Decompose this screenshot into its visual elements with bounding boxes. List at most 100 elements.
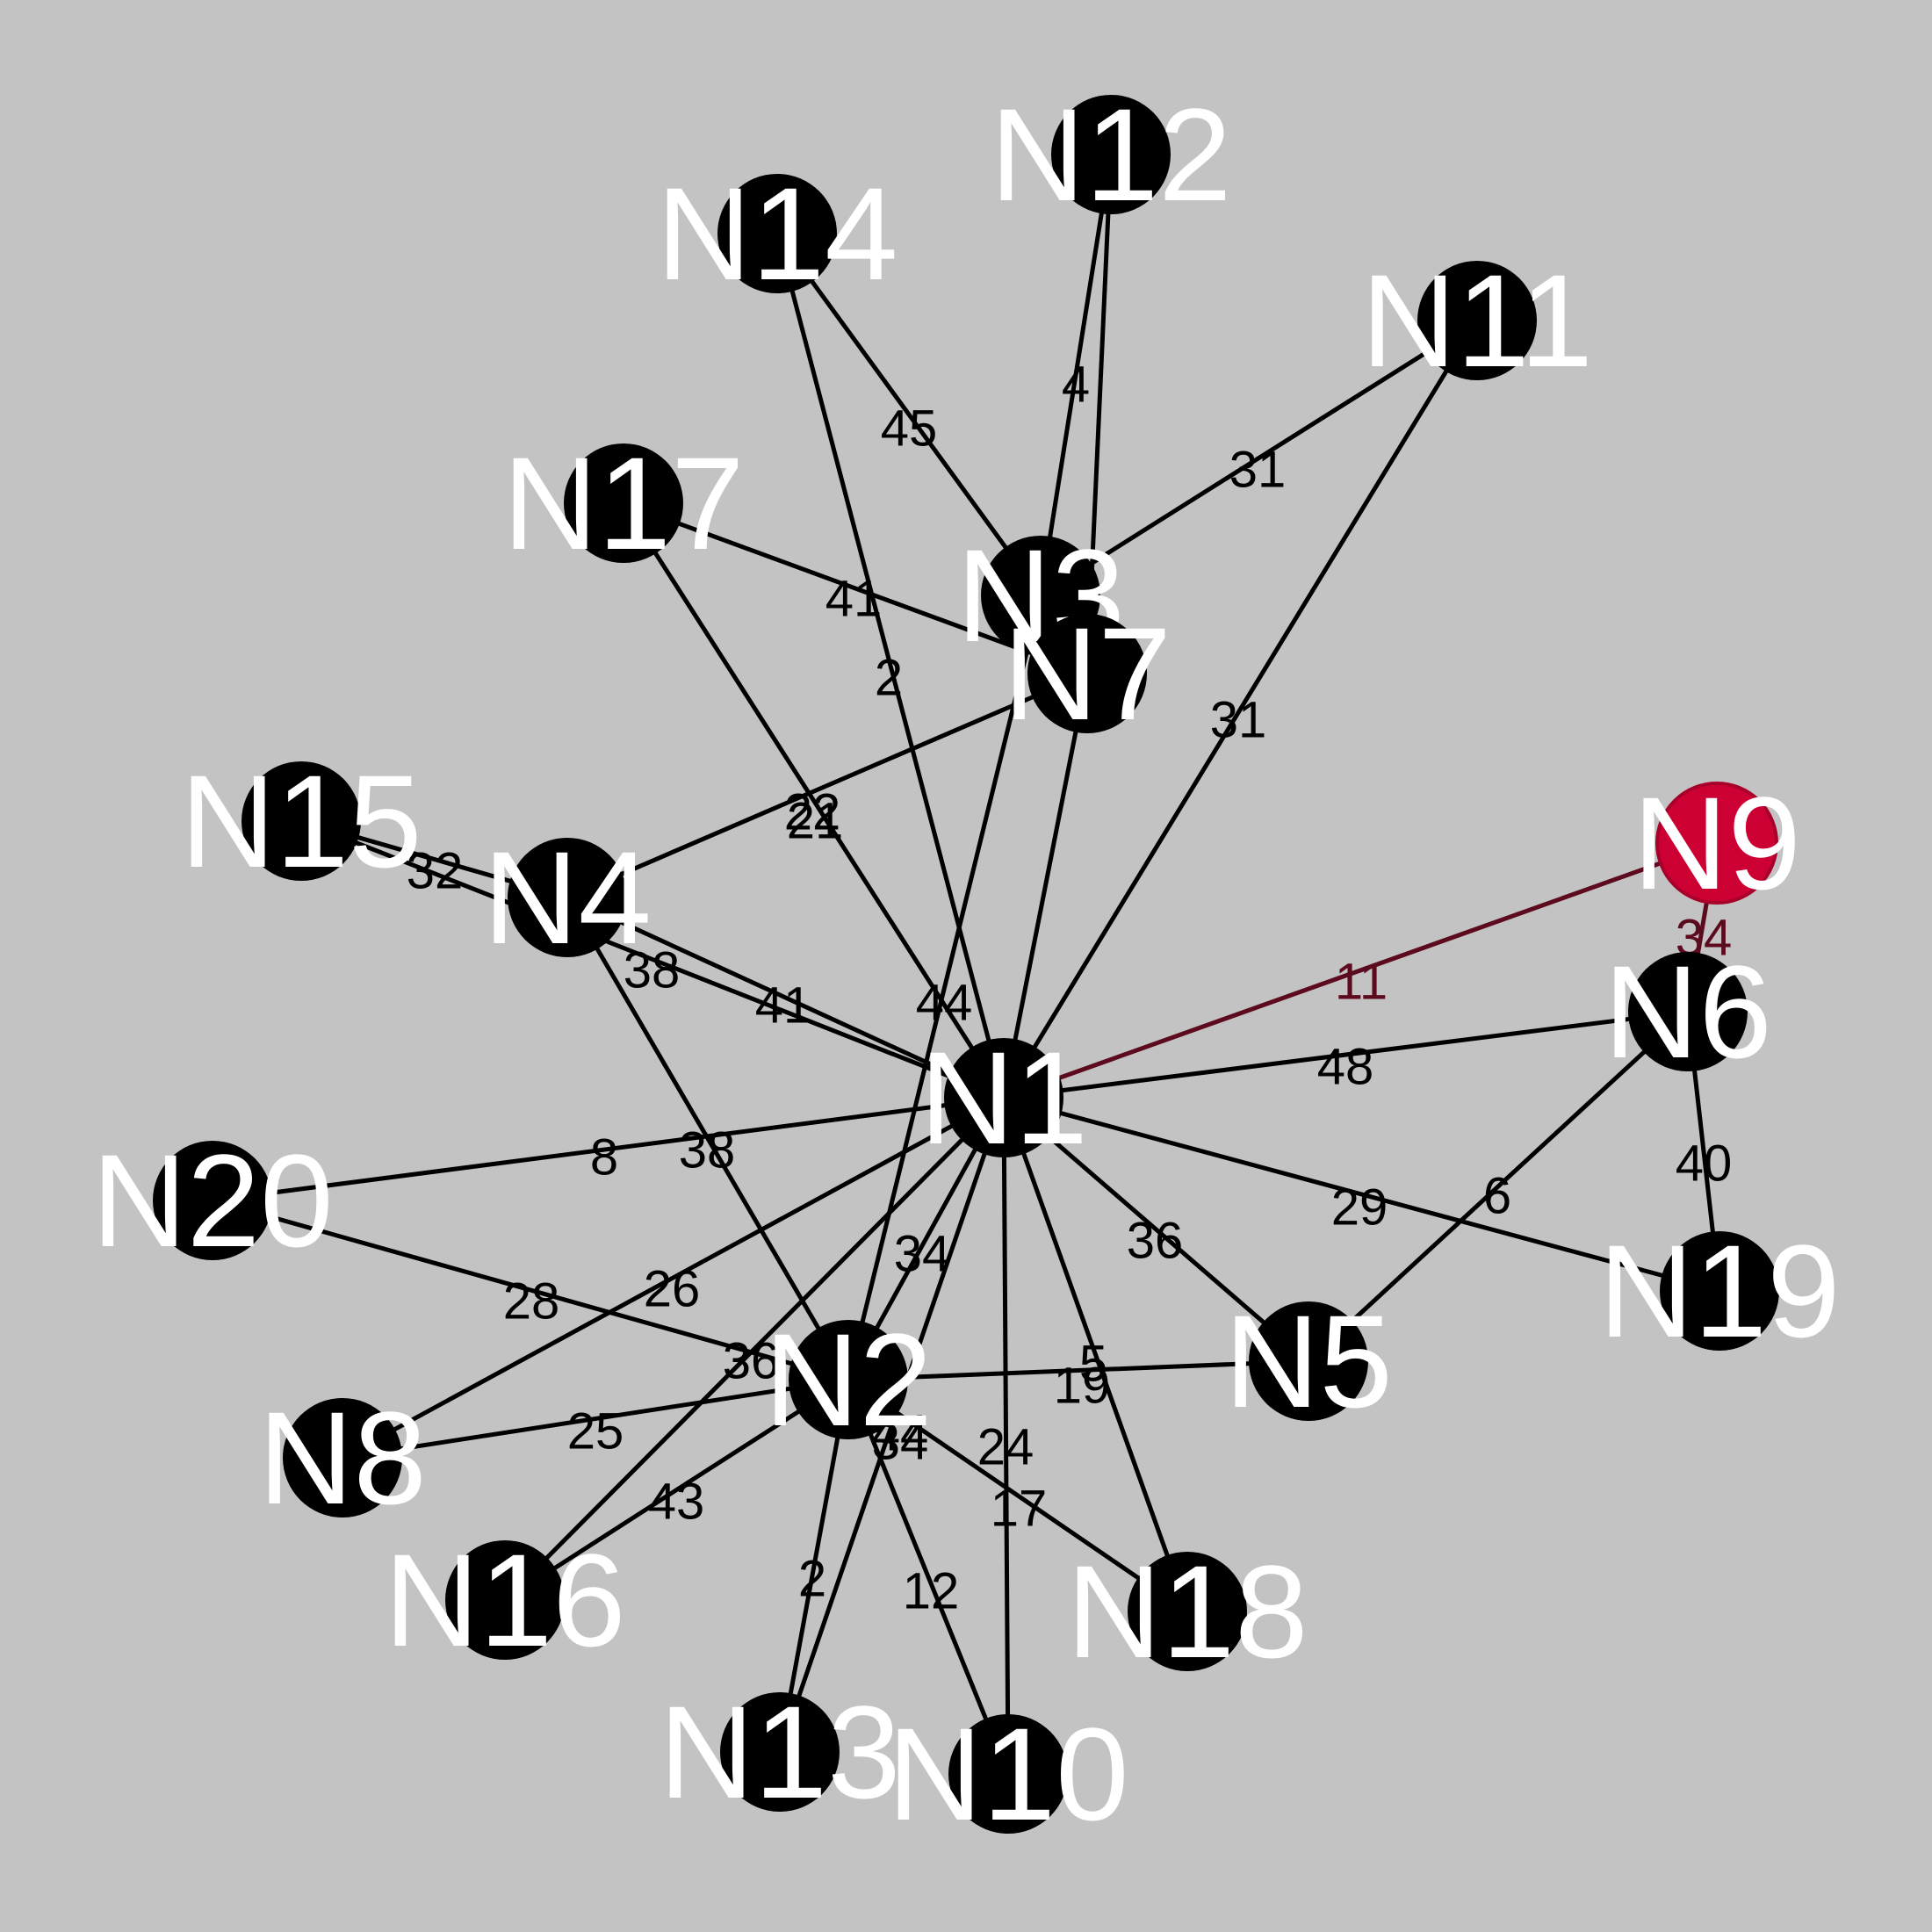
node-n16[interactable]: N16 — [384, 1526, 625, 1674]
node-label-n4: N4 — [483, 824, 652, 971]
edge-n2-n8 — [342, 1377, 849, 1460]
edge-n2-n10 — [846, 1379, 1011, 1775]
node-n2[interactable]: N2 — [764, 1306, 933, 1453]
edge-weight-n1-n19: 29 — [1331, 1179, 1388, 1236]
edge-weight-n3-n14: 45 — [881, 400, 938, 458]
node-label-n6: N6 — [1604, 938, 1772, 1085]
edge-weight-n1-n20: 8 — [590, 1129, 618, 1186]
edge-weight-n1-n18: 5 — [1079, 1336, 1107, 1393]
node-n9[interactable]: N9 — [1633, 769, 1801, 917]
edge-weight-n4-n15: 32 — [407, 843, 464, 900]
edge-weight-n2-n10: 12 — [903, 1563, 960, 1620]
node-circle-n6[interactable] — [1628, 952, 1748, 1071]
node-circle-n8[interactable] — [283, 1398, 402, 1517]
node-circle-n20[interactable] — [153, 1141, 272, 1260]
node-n17[interactable]: N17 — [502, 429, 744, 577]
edge-weight-n2-n20: 28 — [503, 1273, 560, 1330]
node-circle-n18[interactable] — [1128, 1552, 1247, 1671]
node-label-n17: N17 — [502, 429, 744, 577]
edge-weight-n2-n13: 2 — [798, 1551, 826, 1608]
node-n1[interactable]: N1 — [919, 1024, 1088, 1171]
node-label-n18: N18 — [1066, 1538, 1308, 1685]
edge-n1-n6 — [1003, 1009, 1689, 1100]
node-circle-n9[interactable] — [1655, 782, 1778, 905]
node-label-n12: N12 — [990, 81, 1231, 228]
node-label-n19: N19 — [1598, 1217, 1840, 1365]
edge-n1-n7 — [1001, 673, 1090, 1099]
node-n10[interactable]: N10 — [887, 1700, 1128, 1848]
node-circle-n14[interactable] — [717, 174, 837, 293]
edge-n1-n10 — [1001, 1097, 1011, 1775]
edge-weight-n1-n6: 48 — [1317, 1039, 1374, 1096]
node-n8[interactable]: N8 — [258, 1384, 427, 1532]
node-n18[interactable]: N18 — [1066, 1538, 1308, 1685]
edge-weight-n1-n4: 41 — [755, 977, 812, 1034]
edge-weight-n1-n9: 11 — [1335, 954, 1388, 1011]
node-label-n9: N9 — [1633, 769, 1801, 917]
edge-n5-n2 — [847, 1359, 1309, 1382]
node-circle-n19[interactable] — [1660, 1231, 1779, 1351]
edge-n1-n19 — [1003, 1095, 1720, 1294]
node-n5[interactable]: N5 — [1224, 1287, 1393, 1435]
edge-weight-n6-n19: 40 — [1676, 1135, 1733, 1193]
edge-n4-n7 — [566, 671, 1088, 900]
edge-n1-n20 — [212, 1095, 1005, 1203]
edge-n1-n8 — [341, 1095, 1006, 1460]
node-label-n14: N14 — [656, 160, 898, 307]
edge-weight-n1-n15: 38 — [624, 942, 681, 999]
edge-weight-n1-n7: 44 — [916, 975, 973, 1032]
edge-weight-n1-n8: 26 — [644, 1261, 701, 1318]
node-circle-n13[interactable] — [720, 1692, 840, 1812]
node-n11[interactable]: N11 — [1361, 247, 1593, 394]
edge-n1-n15 — [300, 818, 1005, 1100]
edge-n3-n14 — [775, 232, 1043, 597]
node-circle-n7[interactable] — [1027, 614, 1147, 733]
edge-n2-n20 — [212, 1198, 849, 1382]
edge-n1-n14 — [775, 233, 1006, 1099]
edge-weight-n2-n16: 43 — [648, 1474, 705, 1531]
node-n7[interactable]: N7 — [1003, 600, 1171, 747]
edge-weight-n2-n4: 38 — [679, 1122, 736, 1179]
edge-weight-n1-n2: 34 — [894, 1226, 951, 1283]
node-circle-n15[interactable] — [242, 761, 361, 881]
edge-n6-n5 — [1307, 1010, 1690, 1363]
edge-n1-n11 — [1001, 319, 1480, 1099]
node-circle-n12[interactable] — [1051, 95, 1171, 214]
node-n20[interactable]: N20 — [91, 1127, 333, 1274]
node-circle-n10[interactable] — [948, 1714, 1068, 1834]
node-label-n8: N8 — [258, 1384, 427, 1532]
edge-n1-n13 — [777, 1097, 1006, 1753]
edge-n3-n12 — [1038, 154, 1114, 596]
node-label-n20: N20 — [91, 1127, 333, 1274]
edge-weight-n2-n8: 25 — [567, 1403, 624, 1460]
edge-weight-n2-n18: 17 — [991, 1481, 1048, 1538]
edge-weight-n7-n17: 41 — [825, 571, 883, 628]
node-circle-n4[interactable] — [508, 838, 627, 957]
node-n19[interactable]: N19 — [1598, 1217, 1840, 1365]
node-circle-n17[interactable] — [564, 443, 683, 563]
node-label-n13: N13 — [659, 1678, 900, 1826]
edge-weight-n6-n5: 6 — [1483, 1168, 1511, 1225]
node-label-n2: N2 — [764, 1306, 933, 1453]
node-n6[interactable]: N6 — [1604, 938, 1772, 1085]
node-n4[interactable]: N4 — [483, 824, 652, 971]
edge-n2-n4 — [565, 896, 851, 1381]
node-n13[interactable]: N13 — [659, 1678, 900, 1826]
node-circle-n11[interactable] — [1417, 261, 1537, 380]
node-circle-n16[interactable] — [445, 1540, 565, 1660]
node-circle-n1[interactable] — [944, 1038, 1063, 1157]
node-circle-n2[interactable] — [789, 1320, 908, 1439]
edge-weight-n5-n2: 19 — [1054, 1358, 1111, 1415]
edge-weight-n1-n16: 36 — [723, 1333, 780, 1390]
node-n14[interactable]: N14 — [656, 160, 898, 307]
node-n12[interactable]: N12 — [990, 81, 1231, 228]
edge-n1-n16 — [503, 1096, 1006, 1602]
node-label-n11: N11 — [1361, 247, 1593, 394]
edge-weight-n3-n11: 31 — [1229, 442, 1287, 499]
edge-n2-n13 — [777, 1379, 851, 1753]
node-n15[interactable]: N15 — [180, 747, 422, 895]
node-circle-n5[interactable] — [1249, 1301, 1368, 1421]
node-label-n5: N5 — [1224, 1287, 1393, 1435]
nodes-layer: N1N2N3N4N5N6N7N8N9N10N11N12N13N14N15N16N… — [91, 81, 1840, 1848]
